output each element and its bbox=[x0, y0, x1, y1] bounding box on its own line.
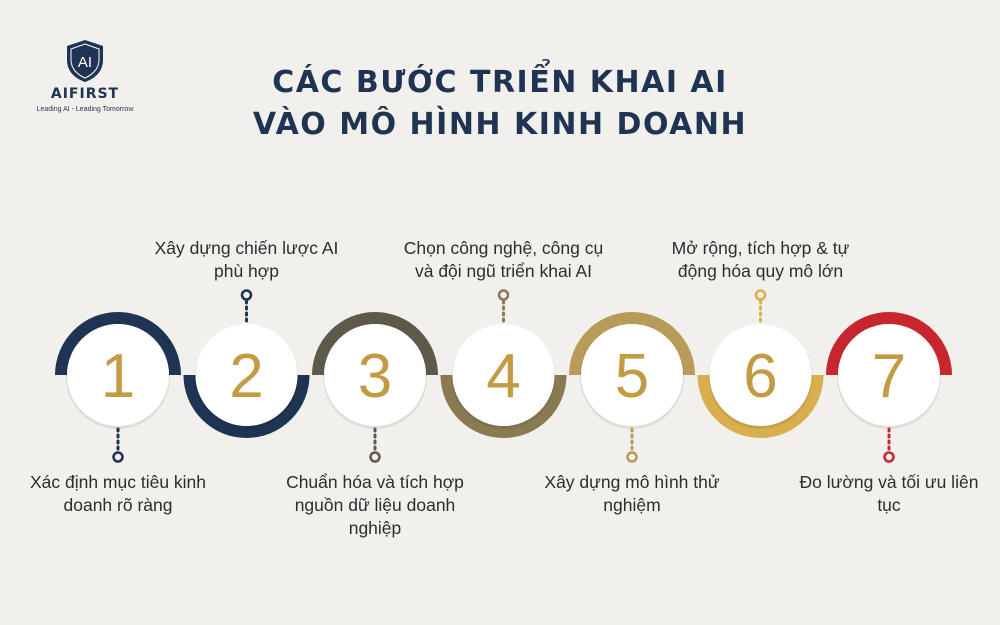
logo: AI AIFIRST Leading AI - Leading Tomorrow bbox=[30, 38, 140, 113]
step-4-number: 4 bbox=[486, 342, 520, 411]
step-7-label: Đo lường và tối ưu liên tục bbox=[799, 472, 979, 515]
step-3-dot bbox=[369, 451, 381, 463]
step-1-dot bbox=[112, 451, 124, 463]
step-2-arc bbox=[183, 375, 310, 438]
step-5-arc bbox=[569, 312, 695, 375]
step-4-dot bbox=[497, 289, 510, 301]
step-1-label: Xác định mục tiêu kinh doanh rõ ràng bbox=[29, 472, 207, 515]
ai-shield-icon: AI bbox=[67, 40, 103, 82]
step-7-circle bbox=[838, 324, 940, 426]
step-3-label: Chuẩn hóa và tích hợp nguồn dữ liệu doan… bbox=[286, 472, 464, 538]
step-7-number: 7 bbox=[872, 342, 906, 411]
step-1-circle bbox=[67, 324, 169, 426]
step-7-dot bbox=[883, 451, 895, 463]
title-line-2: VÀO MÔ HÌNH KINH DOANH bbox=[252, 107, 748, 142]
step-3-arc bbox=[312, 312, 438, 375]
step-5-circle bbox=[581, 324, 683, 426]
page-title: CÁC BƯỚC TRIỂN KHAI AI VÀO MÔ HÌNH KINH … bbox=[0, 62, 1000, 146]
step-5-label: Xây dựng mô hình thử nghiệm bbox=[544, 472, 720, 515]
step-7-arc bbox=[826, 312, 952, 375]
step-6-label: Mở rộng, tích hợp & tự động hóa quy mô l… bbox=[671, 238, 850, 281]
step-2-circle bbox=[195, 324, 298, 426]
step-6-number: 6 bbox=[743, 342, 777, 411]
title-line-1: CÁC BƯỚC TRIỂN KHAI AI bbox=[272, 65, 728, 100]
step-1-number: 1 bbox=[101, 342, 135, 411]
step-1-arc bbox=[55, 312, 181, 375]
step-4-circle bbox=[452, 324, 555, 426]
logo-name: AIFIRST bbox=[50, 86, 120, 102]
step-3-number: 3 bbox=[358, 342, 392, 411]
step-6-circle bbox=[709, 324, 812, 426]
step-2-label: Xây dựng chiến lược AI phù hợp bbox=[154, 238, 339, 281]
step-6-dot bbox=[754, 289, 767, 301]
step-6-arc bbox=[697, 375, 824, 438]
step-2-number: 2 bbox=[229, 342, 263, 411]
logo-tagline: Leading AI - Leading Tomorrow bbox=[36, 106, 134, 113]
step-4-label: Chọn công nghệ, công cụ và đội ngũ triển… bbox=[403, 238, 604, 281]
step-4-arc bbox=[440, 375, 567, 438]
step-2-dot bbox=[240, 289, 253, 301]
step-3-circle bbox=[324, 324, 426, 426]
step-5-number: 5 bbox=[615, 342, 649, 411]
step-5-dot bbox=[626, 451, 638, 463]
logo-mark: AI bbox=[78, 54, 92, 71]
